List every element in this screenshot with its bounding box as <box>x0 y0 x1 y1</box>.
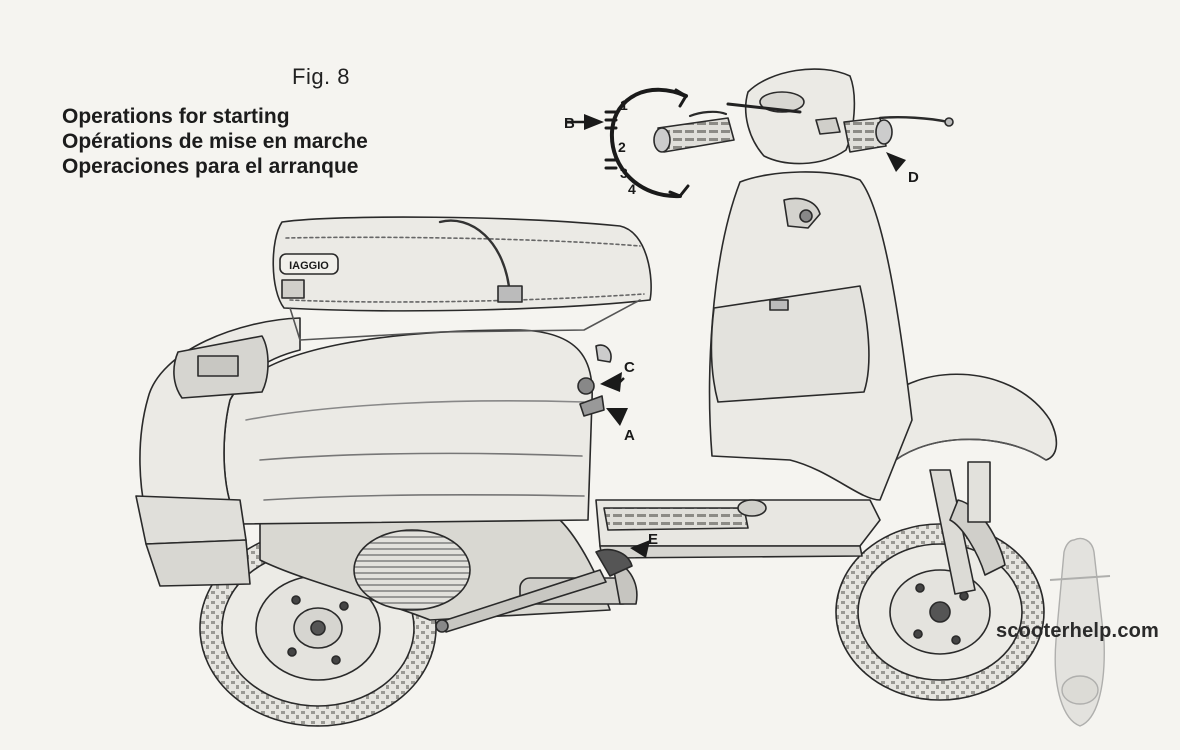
gear-shift-scale <box>604 87 690 199</box>
gear-scale-3: 3 <box>620 165 628 181</box>
brand-badge <box>279 253 339 299</box>
floorboard <box>595 499 881 559</box>
front-wheel <box>835 523 1045 701</box>
site-watermark: scooterhelp.com <box>996 620 1160 642</box>
title-english: Operations for starting <box>62 105 290 128</box>
handlebar-assembly <box>653 68 954 165</box>
rear-body <box>135 317 301 587</box>
title-block: Operations for starting Opérations de mi… <box>62 104 368 179</box>
pointer-c <box>600 372 622 392</box>
callout-d: D <box>908 169 919 186</box>
pointer-b <box>584 114 604 130</box>
pointer-a <box>606 408 628 426</box>
fuel-tap <box>577 344 612 417</box>
front-fork <box>929 461 1006 595</box>
rear-side-panel <box>223 329 593 525</box>
kickstart-lever <box>435 548 633 633</box>
callout-pointers <box>584 114 906 558</box>
title-french: Opérations de mise en marche <box>62 130 368 153</box>
watermark-scooter-icon <box>1049 537 1111 727</box>
leg-shield <box>708 171 913 501</box>
callout-c: C <box>624 359 635 376</box>
title-spanish: Operaciones para el arranque <box>62 155 359 178</box>
gear-scale-1: 1 <box>620 97 628 113</box>
brand-badge-text: IAGGIO <box>289 260 329 272</box>
pointer-d <box>886 152 906 172</box>
gear-scale-4: 4 <box>628 181 636 197</box>
callout-a: A <box>624 427 635 444</box>
seat <box>272 216 652 341</box>
gear-scale-2: 2 <box>618 139 626 155</box>
pointer-e <box>630 540 650 558</box>
callout-b: B <box>564 115 575 132</box>
figure-label: Fig. 8 <box>292 64 351 89</box>
callout-e: E <box>648 531 658 548</box>
